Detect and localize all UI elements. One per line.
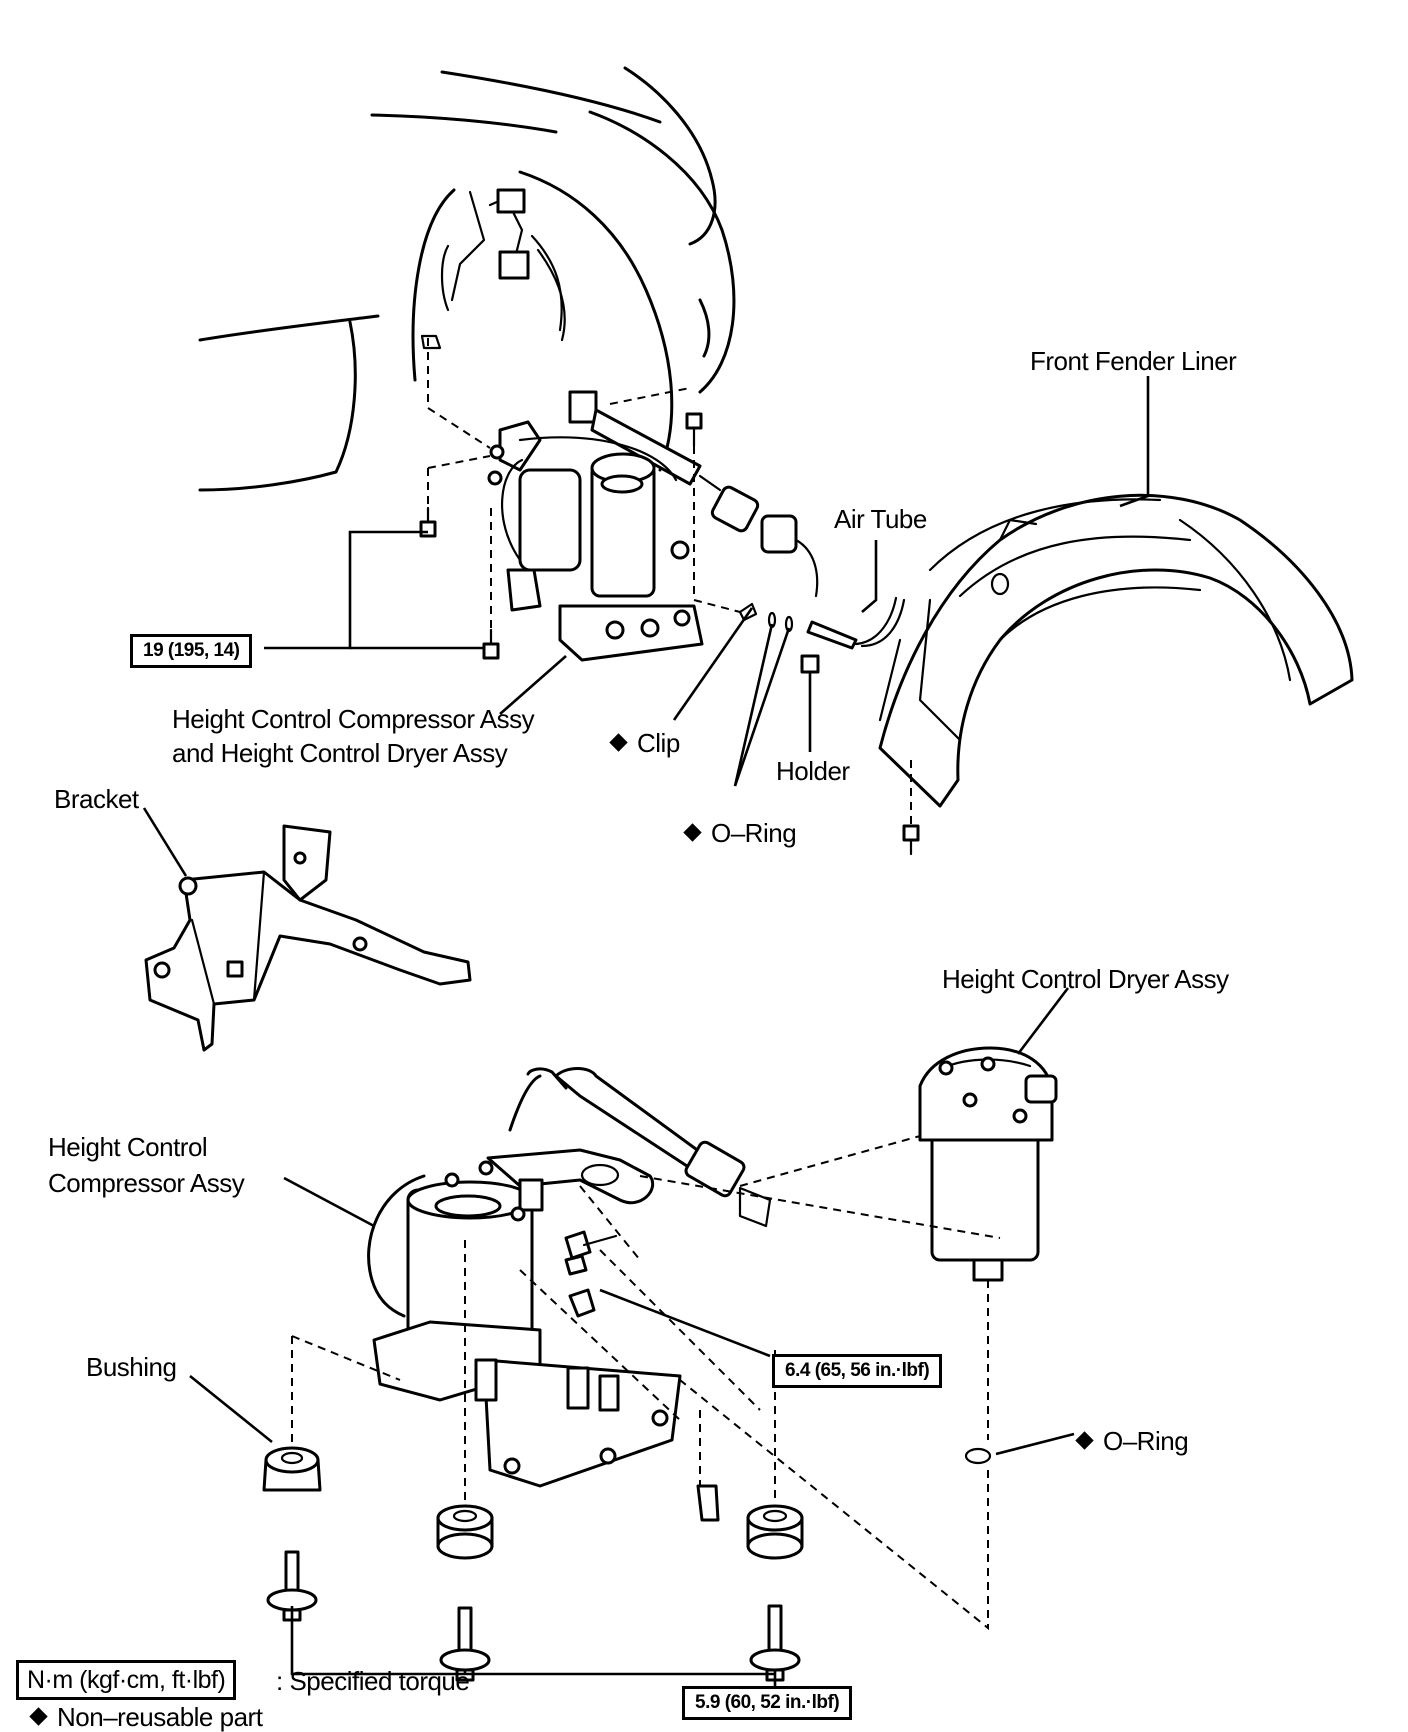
label-o-ring-upper: O–Ring — [683, 818, 797, 848]
label-o-ring-lower: O–Ring — [1075, 1426, 1189, 1456]
bushings — [262, 1446, 804, 1560]
legend-non-reusable: Non–reusable part — [29, 1702, 263, 1732]
upper-compressor-dryer-assembly — [487, 390, 819, 662]
label-assy-line1: Height Control Compressor Assy — [172, 704, 535, 734]
torque-box-lower: 5.9 (60, 52 in.·lbf) — [682, 1686, 853, 1720]
torque-box-upper: 19 (195, 14) — [130, 634, 253, 668]
label-assy-line2: and Height Control Dryer Assy — [172, 738, 508, 768]
label-air-tube: Air Tube — [834, 504, 927, 534]
label-clip: Clip — [609, 728, 680, 758]
vehicle-body-outline — [198, 66, 736, 492]
label-front-fender-liner: Front Fender Liner — [1030, 346, 1237, 376]
torque-box-middle: 6.4 (65, 56 in.·lbf) — [772, 1354, 943, 1388]
non-reusable-diamond-icon — [609, 733, 628, 752]
dryer-assy-part — [918, 1046, 1058, 1465]
label-clip-text: Clip — [637, 728, 680, 758]
upper-bolts — [419, 412, 703, 660]
assembly-dashed-lines — [291, 338, 1001, 1631]
air-tube-fittings — [738, 596, 906, 674]
non-reusable-diamond-icon — [683, 823, 702, 842]
label-compressor-line1: Height Control — [48, 1132, 208, 1162]
leader-lines — [142, 376, 1150, 1688]
label-holder: Holder — [776, 756, 850, 786]
label-bracket: Bracket — [54, 784, 139, 814]
non-reusable-diamond-icon — [1075, 1431, 1094, 1450]
non-reusable-diamond-icon — [29, 1707, 48, 1726]
label-o-ring-upper-text: O–Ring — [711, 818, 797, 848]
label-bushing: Bushing — [86, 1352, 177, 1382]
legend-non-reusable-text: Non–reusable part — [57, 1702, 263, 1732]
label-compressor-line2: Compressor Assy — [48, 1168, 245, 1198]
bracket-part — [144, 824, 472, 1052]
legend-unit-box: N·m (kgf·cm, ft·lbf) — [16, 1660, 237, 1700]
legend-unit-text: : Specified torque — [276, 1666, 470, 1696]
label-o-ring-lower-text: O–Ring — [1103, 1426, 1189, 1456]
label-dryer-assy: Height Control Dryer Assy — [942, 964, 1229, 994]
compressor-assy-part — [367, 1067, 772, 1522]
front-fender-liner-part — [878, 493, 1354, 856]
